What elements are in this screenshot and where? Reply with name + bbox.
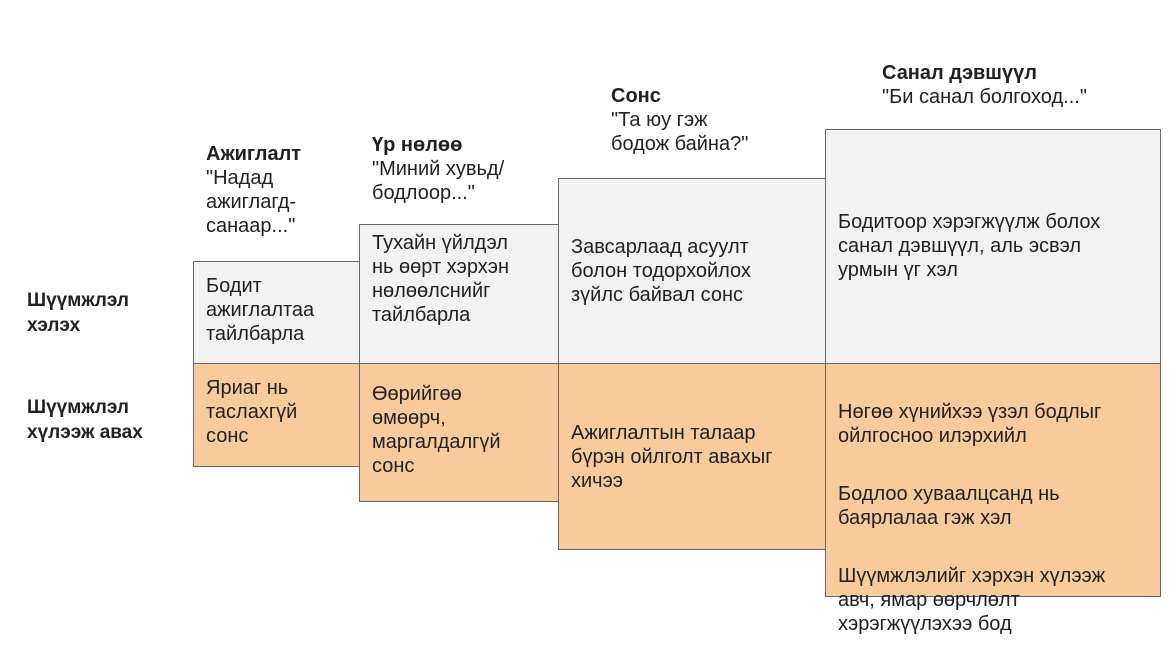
receive-item-suggest-3: Шүүмжлэлийг хэрхэн хүлээж авч, ямар өөрч… <box>838 565 1106 635</box>
column-quote-listen: "Та юу гэж бодож байна?" <box>611 109 749 155</box>
receive-item-suggest-1: Нөгөө хүнийхээ үзэл бодлыг ойлгосноо илэ… <box>838 401 1102 447</box>
column-title-impact: Үр нөлөө <box>372 134 463 156</box>
give-cell-listen: Завсарлаад асуулт болон тодорхойлох зүйл… <box>558 178 826 364</box>
column-title-suggest: Санал дэвшүүл <box>882 62 1037 84</box>
receive-cell-impact: Өөрийгөө өмөөрч, маргалдалгүй сонс <box>359 363 559 502</box>
receive-cell-observation: Яриаг нь таслахгүй сонс <box>193 363 360 467</box>
row-label-give: Шүүмжлэл хэлэх <box>27 290 129 336</box>
give-cell-impact: Тухайн үйлдэл нь өөрт хэрхэн нөлөөлснийг… <box>359 224 559 364</box>
column-header-observation: Ажиглалт "Надад ажиглагд- санаар..." <box>206 142 356 238</box>
column-quote-suggest: "Би санал болгоход..." <box>882 86 1087 108</box>
receive-cell-suggest: Нөгөө хүнийхээ үзэл бодлыг ойлгосноо илэ… <box>825 363 1161 635</box>
column-quote-observation: "Надад ажиглагд- санаар..." <box>206 167 297 237</box>
row-label-receive: Шүүмжлэл хүлээж авах <box>27 397 143 443</box>
receive-cell-listen: Ажиглалтын талаар бүрэн ойлголт авахыг х… <box>558 363 826 550</box>
column-title-observation: Ажиглалт <box>206 143 302 165</box>
column-title-listen: Сонс <box>611 85 661 107</box>
column-header-impact: Үр нөлөө "Миний хувьд/ бодлоор..." <box>372 133 552 205</box>
receive-item-suggest-2: Бодлоо хуваалцсанд нь баярлалаа гэж хэл <box>838 483 1060 529</box>
column-header-listen: Сонс "Та юу гэж бодож байна?" <box>611 84 811 156</box>
column-header-suggest: Санал дэвшүүл "Би санал болгоход..." <box>882 61 1162 109</box>
column-quote-impact: "Миний хувьд/ бодлоор..." <box>372 158 505 204</box>
give-cell-suggest: Бодитоор хэрэгжүүлж болох санал дэвшүүл,… <box>825 129 1161 364</box>
give-cell-observation: Бодит ажиглалтаа тайлбарла <box>193 261 360 364</box>
